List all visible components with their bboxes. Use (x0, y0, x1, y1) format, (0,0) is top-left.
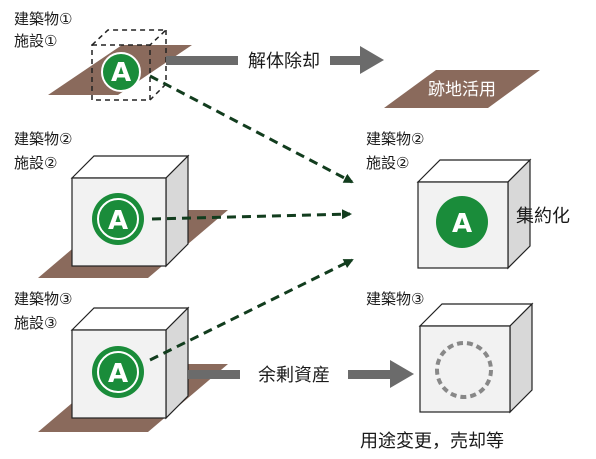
facility-badge-3: A (92, 346, 144, 398)
building-3: A (38, 306, 228, 432)
result-building-3-label: 建築物③ (366, 290, 424, 308)
consolidation-arrows (149, 74, 354, 362)
building-3-label: 建築物③ (14, 290, 72, 308)
building-2: A (38, 154, 228, 278)
svg-text:A: A (108, 359, 128, 389)
building-1-label: 建築物① (14, 10, 72, 28)
result-facility-2-label: 施設② (366, 154, 409, 172)
flow-arrow-2 (151, 209, 352, 221)
svg-text:A: A (111, 58, 131, 88)
flow-arrow-3 (149, 258, 354, 362)
demolish-label: 解体除却 (248, 51, 320, 72)
surplus-label: 余剰資産 (258, 365, 330, 386)
site-use-label: 跡地活用 (428, 80, 496, 100)
repurpose-label: 用途変更，売却等 (360, 431, 504, 452)
result-building-3 (418, 302, 534, 414)
result-building-2-label: 建築物② (366, 130, 424, 148)
flow-arrow-1 (149, 74, 354, 184)
site-use-plate (384, 70, 540, 108)
building-1: A (48, 29, 192, 101)
demolish-arrow (166, 46, 384, 74)
result-building-2: A (416, 158, 532, 270)
svg-text:A: A (108, 206, 128, 236)
facility-2-label: 施設② (14, 154, 57, 172)
surplus-arrow (188, 360, 414, 388)
building-2-label: 建築物② (14, 130, 72, 148)
consolidation-label: 集約化 (516, 206, 570, 227)
vacant-facility-placeholder (435, 341, 493, 399)
facility-3-label: 施設③ (14, 314, 57, 332)
consolidated-facility-badge: A (436, 196, 488, 248)
facility-badge-1: A (101, 52, 141, 92)
facility-1-label: 施設① (14, 32, 57, 50)
facility-badge-2: A (92, 193, 144, 245)
svg-text:A: A (452, 209, 472, 239)
